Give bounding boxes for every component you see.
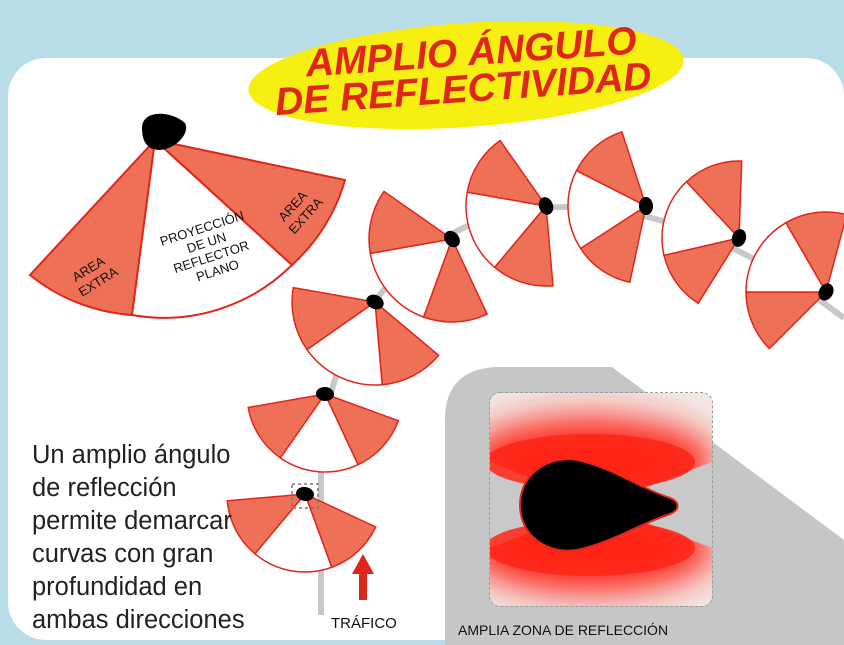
fan-sector	[465, 191, 548, 269]
fan-sector	[369, 238, 454, 318]
reflector-icon	[296, 486, 314, 502]
zone-caption: AMPLIA ZONA DE REFLECCIÓN	[458, 622, 668, 638]
fan-sector	[745, 291, 828, 350]
fan-sector	[422, 237, 489, 323]
reflector-icon	[538, 197, 554, 215]
fan-sector	[493, 204, 554, 287]
reflector-icon	[638, 197, 654, 215]
reflector-icon	[518, 458, 679, 552]
fan-sector	[374, 300, 440, 386]
fan-sector	[253, 492, 333, 573]
reflector-icon	[731, 229, 747, 247]
reflector-icon	[316, 386, 334, 402]
fan-sector	[784, 211, 844, 294]
traffic-arrow-icon	[352, 554, 374, 600]
reflector-icon	[142, 113, 187, 150]
reflector-icon	[818, 283, 834, 301]
traffic-label: TRÁFICO	[331, 615, 397, 632]
fan-sector	[279, 392, 359, 473]
fan-sector	[303, 492, 377, 569]
title-bubble: AMPLIO ÁNGULO DE REFLECTIVIDAD	[248, 19, 684, 130]
magnified-zone	[445, 367, 844, 645]
large-reflection-fan	[28, 113, 347, 319]
fan-sector	[466, 139, 548, 208]
focus-box	[291, 483, 319, 509]
fan-sector	[226, 493, 307, 555]
fan-sector	[305, 300, 384, 386]
fan-sector	[745, 221, 828, 293]
fan-sector	[579, 204, 648, 284]
fan-sector	[247, 392, 327, 459]
fan-sector	[368, 190, 454, 255]
description-text: Un amplio ángulo de reflección permite d…	[32, 441, 245, 634]
fan-sector	[567, 169, 648, 250]
fan-sector	[291, 286, 377, 351]
fan-sector	[323, 392, 400, 466]
fan-sector	[661, 180, 741, 257]
reflector-icon	[366, 294, 384, 310]
fan-sector	[575, 130, 648, 208]
small-fans-group	[226, 130, 844, 573]
reflector-icon	[444, 230, 460, 248]
fan-sector	[663, 236, 741, 305]
fan-sector	[685, 160, 743, 240]
